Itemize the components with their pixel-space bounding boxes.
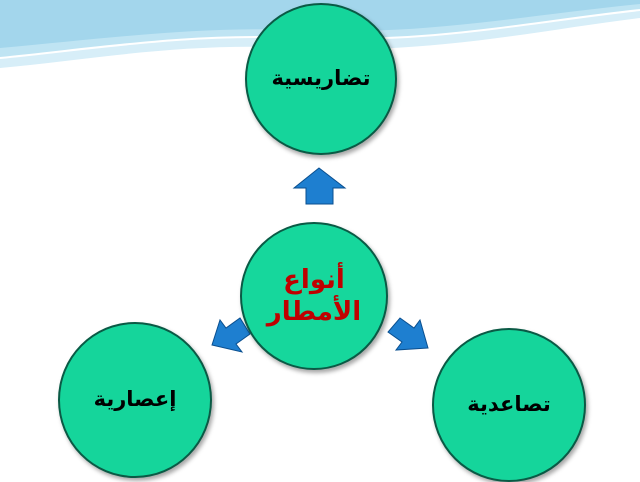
circle-cyclonic: إعصارية — [58, 322, 212, 478]
circle-orographic: تضاريسية — [245, 3, 397, 155]
label-cyclonic: إعصارية — [93, 387, 177, 412]
label-orographic: تضاريسية — [271, 66, 371, 91]
circle-rain-types: أنواع الأمطار — [240, 222, 388, 370]
label-convective: تصاعدية — [467, 392, 551, 417]
circle-convective: تصاعدية — [432, 328, 586, 482]
arrow-down-right — [387, 317, 429, 351]
arrow-up — [292, 167, 347, 205]
label-rain-types: أنواع الأمطار — [266, 264, 362, 328]
arrow-down-left — [211, 317, 251, 353]
